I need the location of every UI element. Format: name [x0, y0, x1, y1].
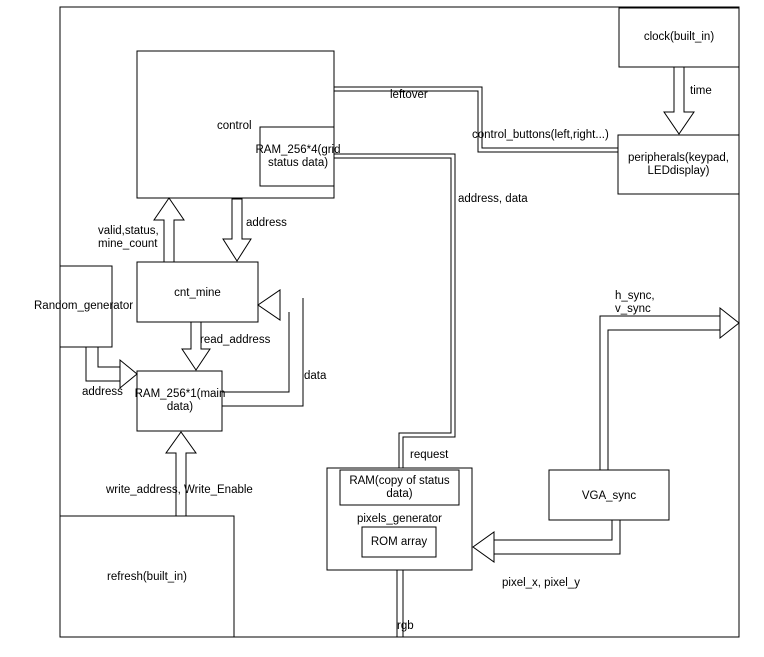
signal-address-data: address, data	[458, 193, 528, 205]
signal-pixel-xy: pixel_x, pixel_y	[502, 577, 580, 589]
wire-address-data-outer	[334, 153, 456, 470]
arrow-hsync-head	[719, 306, 740, 340]
signal-control-buttons: control_buttons(left,right...)	[472, 129, 609, 141]
clock-block	[618, 7, 740, 68]
pixels-generator-label: pixels_generator	[356, 513, 443, 525]
signal-address-down: address	[246, 217, 287, 229]
cnt-mine-block	[136, 261, 259, 323]
rom-array-block	[361, 526, 437, 558]
ram-grid-block	[259, 126, 335, 187]
ram-copy-label-1: RAM(copy of status	[349, 475, 450, 487]
wire-hsync-outer	[599, 315, 720, 470]
wire-address-data-inner	[334, 157, 452, 470]
ram-grid-label-2: status data)	[267, 157, 329, 169]
arrow-read-address	[181, 321, 211, 371]
vga-sync-label: VGA_sync	[581, 490, 637, 502]
signal-write-address: write_address, Write_Enable	[106, 484, 253, 496]
arrow-address-down	[222, 198, 252, 262]
rom-array-label: ROM array	[370, 536, 428, 548]
wire-data-outer	[222, 298, 304, 407]
peripherals-label-1: peripherals(keypad,	[627, 152, 729, 164]
wire-leftover-inner	[334, 90, 618, 153]
peripherals-label-2: LEDdisplay)	[647, 165, 710, 177]
signal-rgb: rgb	[397, 620, 414, 632]
ram-main-label-2: data)	[166, 401, 194, 413]
wire-pixel-outer	[494, 520, 621, 555]
wire-leftover-outer	[334, 86, 618, 149]
clock-label: clock(built_in)	[643, 31, 715, 43]
signal-address-left: address	[82, 386, 123, 398]
arrow-valid-status	[153, 197, 185, 263]
arrow-data-head	[257, 289, 281, 321]
wire-data-inner	[222, 312, 290, 393]
wire-random-address-a	[85, 347, 120, 382]
signal-read-address: read_address	[200, 334, 271, 346]
refresh-label: refresh(built_in)	[107, 571, 187, 583]
wire-random-address-b	[97, 347, 120, 368]
signal-valid-status-2: mine_count	[98, 238, 158, 250]
signal-time: time	[690, 85, 712, 97]
signal-v-sync: v_sync	[615, 303, 651, 315]
wire-hsync-inner	[607, 329, 720, 470]
ram-copy-label-2: data)	[386, 488, 413, 500]
signal-leftover: leftover	[390, 89, 428, 101]
refresh-block	[59, 515, 235, 638]
arrow-pixel-head	[472, 531, 495, 563]
arrow-random-address-head	[119, 358, 138, 390]
signal-data: data	[304, 370, 327, 382]
vga-sync-block	[548, 469, 670, 521]
arrow-time	[663, 66, 695, 135]
ram-main-block	[136, 370, 223, 432]
random-generator-block	[59, 265, 113, 348]
ram-main-label-1: RAM_256*1(main	[134, 388, 226, 400]
random-generator-label: Random_generator	[34, 300, 134, 312]
cnt-mine-label: cnt_mine	[174, 287, 221, 299]
ram-copy-block	[339, 469, 460, 506]
arrow-write-address	[165, 431, 197, 517]
signal-h-sync: h_sync,	[615, 290, 655, 302]
signal-request: request	[410, 449, 449, 461]
signal-valid-status-1: valid,status,	[98, 225, 159, 237]
ram-grid-label-1: RAM_256*4(grid	[255, 144, 341, 156]
control-label: control	[217, 120, 252, 132]
peripherals-block	[617, 134, 740, 195]
wire-pixel-inner	[494, 520, 613, 541]
